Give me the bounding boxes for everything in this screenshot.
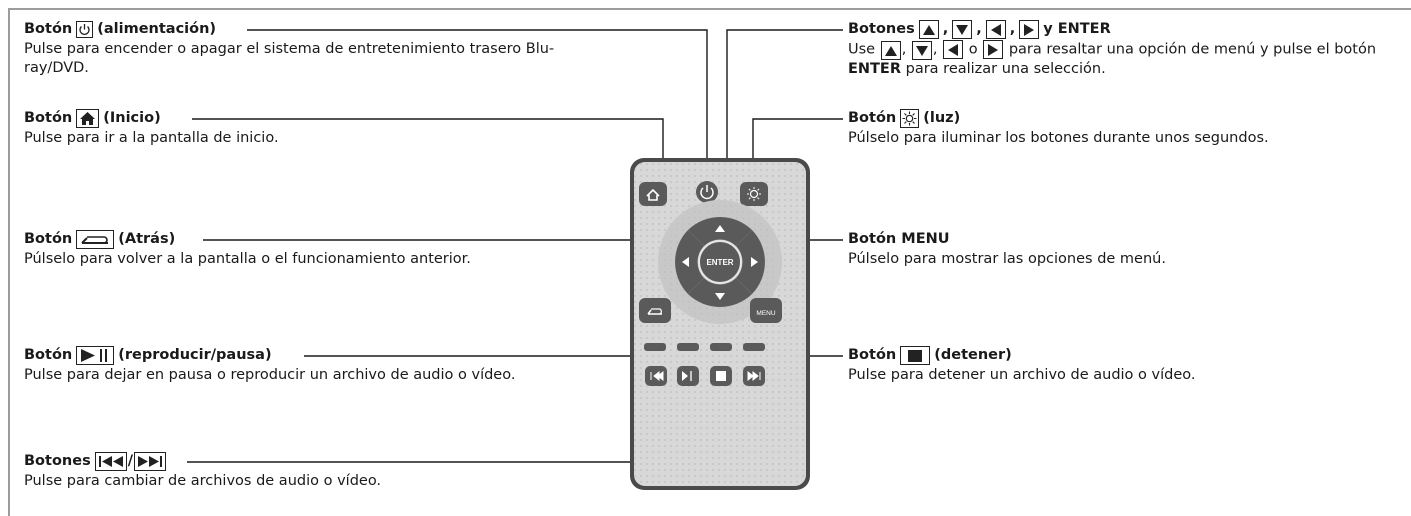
- callout-light-title: Botón (luz): [848, 109, 961, 128]
- back-icon: [76, 230, 115, 249]
- power-button-shape: [696, 181, 718, 203]
- skip-back-icon: [94, 452, 127, 471]
- enter-button-label: ENTER: [706, 258, 733, 267]
- down-arrow-icon: [911, 41, 932, 60]
- remote-control: ENTER MENU: [630, 158, 810, 490]
- home-icon: [76, 109, 100, 128]
- light-icon: [900, 109, 920, 128]
- callout-back-desc: Púlselo para volver a la pantalla o el f…: [24, 251, 471, 267]
- back-button-shape: [639, 298, 671, 323]
- left-arrow-icon: [943, 40, 964, 59]
- prev-button-shape: [645, 366, 667, 386]
- next-button-shape: [743, 366, 765, 386]
- callout-stop: Botón (detener) Pulse para detener un ar…: [848, 346, 1393, 385]
- callout-home-desc: Pulse para ir a la pantalla de inicio.: [24, 130, 279, 146]
- up-arrow-icon: [880, 41, 901, 60]
- callout-home: Botón (Inicio) Pulse para ir a la pantal…: [24, 109, 624, 148]
- stop-icon: [900, 346, 931, 365]
- right-arrow-icon: [1019, 20, 1040, 39]
- callout-menu-desc: Púlselo para mostrar las opciones de men…: [848, 251, 1166, 267]
- callout-arrows-desc: Use , , o para resaltar una opción de me…: [848, 40, 1377, 77]
- callout-menu: Botón MENU Púlselo para mostrar las opci…: [848, 230, 1393, 269]
- menu-button-label: MENU: [756, 310, 775, 317]
- light-button-shape: [740, 182, 768, 206]
- leader-power: [247, 29, 708, 183]
- callout-playpause: Botón (reproducir/pausa) Pulse para deja…: [24, 346, 524, 385]
- leader-arrows: [726, 29, 843, 216]
- callout-playpause-title: Botón (reproducir/pausa): [24, 346, 272, 365]
- callout-arrows-title: Botones , , , y ENTER: [848, 20, 1111, 39]
- home-button-shape: [639, 182, 667, 206]
- callout-playpause-desc: Pulse para dejar en pausa o reproducir u…: [24, 367, 516, 383]
- up-arrow-icon: [918, 20, 939, 39]
- left-arrow-icon: [985, 20, 1006, 39]
- menu-button-shape: MENU: [750, 298, 782, 323]
- callout-power-desc: Pulse para encender o apagar el sistema …: [24, 41, 555, 76]
- skip-forward-icon: [134, 452, 166, 471]
- callout-skip: Botones / Pulse para cambiar de archivos…: [24, 452, 624, 491]
- right-arrow-icon: [983, 40, 1004, 59]
- callout-arrows: Botones , , , y ENTER Use , , o para res…: [848, 20, 1393, 79]
- playpause-button-shape: [677, 366, 699, 386]
- callout-stop-desc: Pulse para detener un archivo de audio o…: [848, 367, 1196, 383]
- callout-skip-title: Botones /: [24, 452, 624, 471]
- callout-home-title: Botón (Inicio): [24, 109, 161, 128]
- callout-back: Botón (Atrás) Púlselo para volver a la p…: [24, 230, 624, 269]
- callout-light: Botón (luz) Púlselo para iluminar los bo…: [848, 109, 1393, 148]
- callout-back-title: Botón (Atrás): [24, 230, 176, 249]
- callout-light-desc: Púlselo para iluminar los botones durant…: [848, 130, 1269, 146]
- power-icon: [76, 21, 94, 38]
- callout-menu-title: Botón MENU: [848, 231, 950, 247]
- callout-skip-desc: Pulse para cambiar de archivos de audio …: [24, 473, 382, 489]
- callout-power: Botón (alimentación) Pulse para encender…: [24, 20, 614, 78]
- play-pause-icon: [76, 346, 115, 365]
- callout-power-title: Botón (alimentación): [24, 21, 217, 38]
- down-arrow-icon: [952, 20, 973, 39]
- callout-stop-title: Botón (detener): [848, 346, 1012, 365]
- stop-button-shape: [710, 366, 732, 386]
